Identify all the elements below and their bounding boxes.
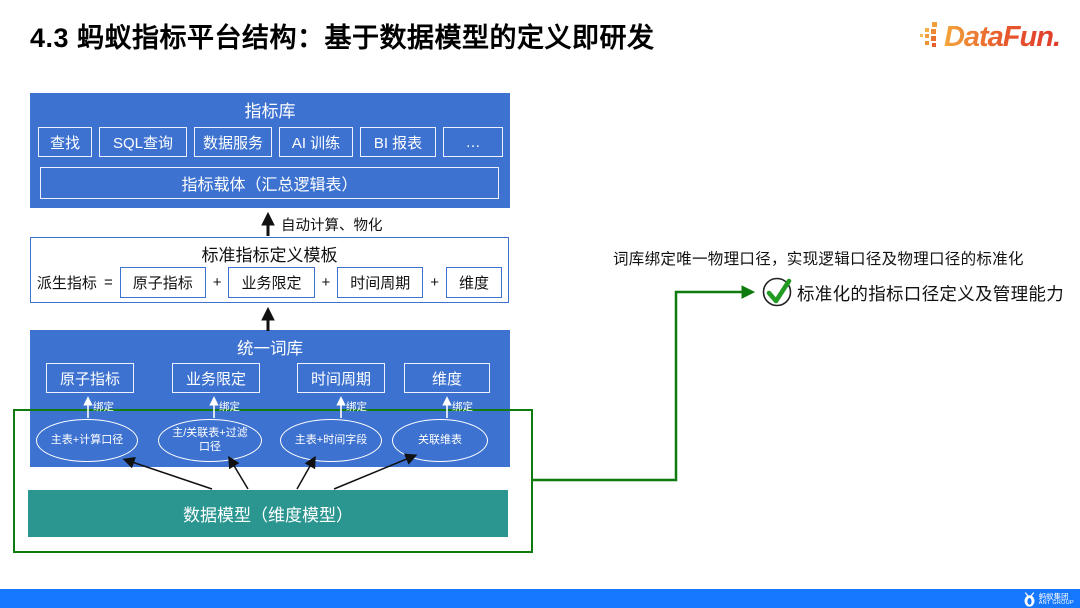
- data-model-box: 数据模型（维度模型）: [28, 490, 508, 537]
- term-time-period: 时间周期: [337, 266, 424, 298]
- formula-plus: +: [212, 273, 222, 291]
- formula-plus: +: [430, 273, 440, 291]
- capability-text: 标准化的指标口径定义及管理能力: [797, 284, 1064, 304]
- word-dimension: 维度: [404, 363, 490, 393]
- ant-group-en: ANT GROUP: [1038, 599, 1074, 606]
- service-data-service: 数据服务: [194, 127, 272, 157]
- metric-store-services: 查找 SQL查询 数据服务 AI 训练 BI 报表 …: [38, 127, 503, 157]
- thesaurus-title: 统一词库: [237, 340, 303, 358]
- page-title: 4.3 蚂蚁指标平台结构：基于数据模型的定义即研发: [30, 23, 655, 53]
- source-time-field: 主表+时间字段: [280, 419, 382, 462]
- source-related-dim-table: 关联维表: [392, 419, 488, 462]
- ant-group-cn: 蚂蚁集团: [1038, 591, 1069, 601]
- ant-group-text: 蚂蚁集团 ANT GROUP: [1038, 591, 1074, 607]
- service-bi-report: BI 报表: [360, 127, 436, 157]
- formula-lhs: 派生指标: [36, 274, 97, 292]
- template-title: 标准指标定义模板: [201, 246, 338, 265]
- source-filter-caliber: 主/关联表+过滤口径: [158, 419, 262, 462]
- footer-bar: [0, 589, 1080, 608]
- bind-label: 绑定: [219, 401, 240, 413]
- check-mark-icon: [766, 278, 792, 304]
- binding-note: 词库绑定唯一物理口径，实现逻辑口径及物理口径的标准化: [613, 251, 1024, 268]
- metric-store-title: 指标库: [244, 102, 296, 121]
- service-more: …: [443, 127, 503, 157]
- template-box: 标准指标定义模板 派生指标 = 原子指标 + 业务限定 + 时间周期 + 维度: [30, 237, 509, 303]
- formula-equals: =: [103, 273, 113, 291]
- bind-label: 绑定: [93, 401, 114, 413]
- formula-plus: +: [321, 273, 331, 291]
- word-time-period: 时间周期: [297, 363, 385, 393]
- term-business-limit: 业务限定: [228, 266, 315, 298]
- service-search: 查找: [38, 127, 92, 157]
- metric-carrier: 指标载体（汇总逻辑表）: [40, 167, 499, 199]
- service-sql-query: SQL查询: [99, 127, 187, 157]
- term-atomic-metric: 原子指标: [119, 266, 206, 298]
- service-ai-training: AI 训练: [279, 127, 353, 157]
- green-connector: [531, 285, 756, 482]
- term-dimension: 维度: [446, 266, 503, 298]
- check-circle-icon: [762, 277, 792, 307]
- word-atomic-metric: 原子指标: [46, 363, 134, 393]
- source-main-table-calc: 主表+计算口径: [36, 419, 138, 462]
- ant-icon: [1024, 592, 1035, 607]
- thesaurus-box: 统一词库 原子指标 业务限定 时间周期 维度 主表+计算口径 主/关联表+过滤口…: [30, 330, 510, 467]
- bind-label: 绑定: [346, 401, 367, 413]
- auto-calc-label: 自动计算、物化: [281, 218, 383, 234]
- metric-store-box: 指标库 查找 SQL查询 数据服务 AI 训练 BI 报表 … 指标载体（汇总逻…: [30, 93, 510, 208]
- datafun-wordmark: DataFun.: [943, 20, 1061, 53]
- word-business-limit: 业务限定: [172, 363, 260, 393]
- bind-label: 绑定: [452, 401, 473, 413]
- datafun-dots-icon: [919, 22, 937, 47]
- ant-group-logo: 蚂蚁集团 ANT GROUP: [1023, 592, 1074, 607]
- metric-formula: 派生指标 = 原子指标 + 业务限定 + 时间周期 + 维度: [31, 265, 508, 299]
- datafun-logo: DataFun.: [918, 20, 1061, 54]
